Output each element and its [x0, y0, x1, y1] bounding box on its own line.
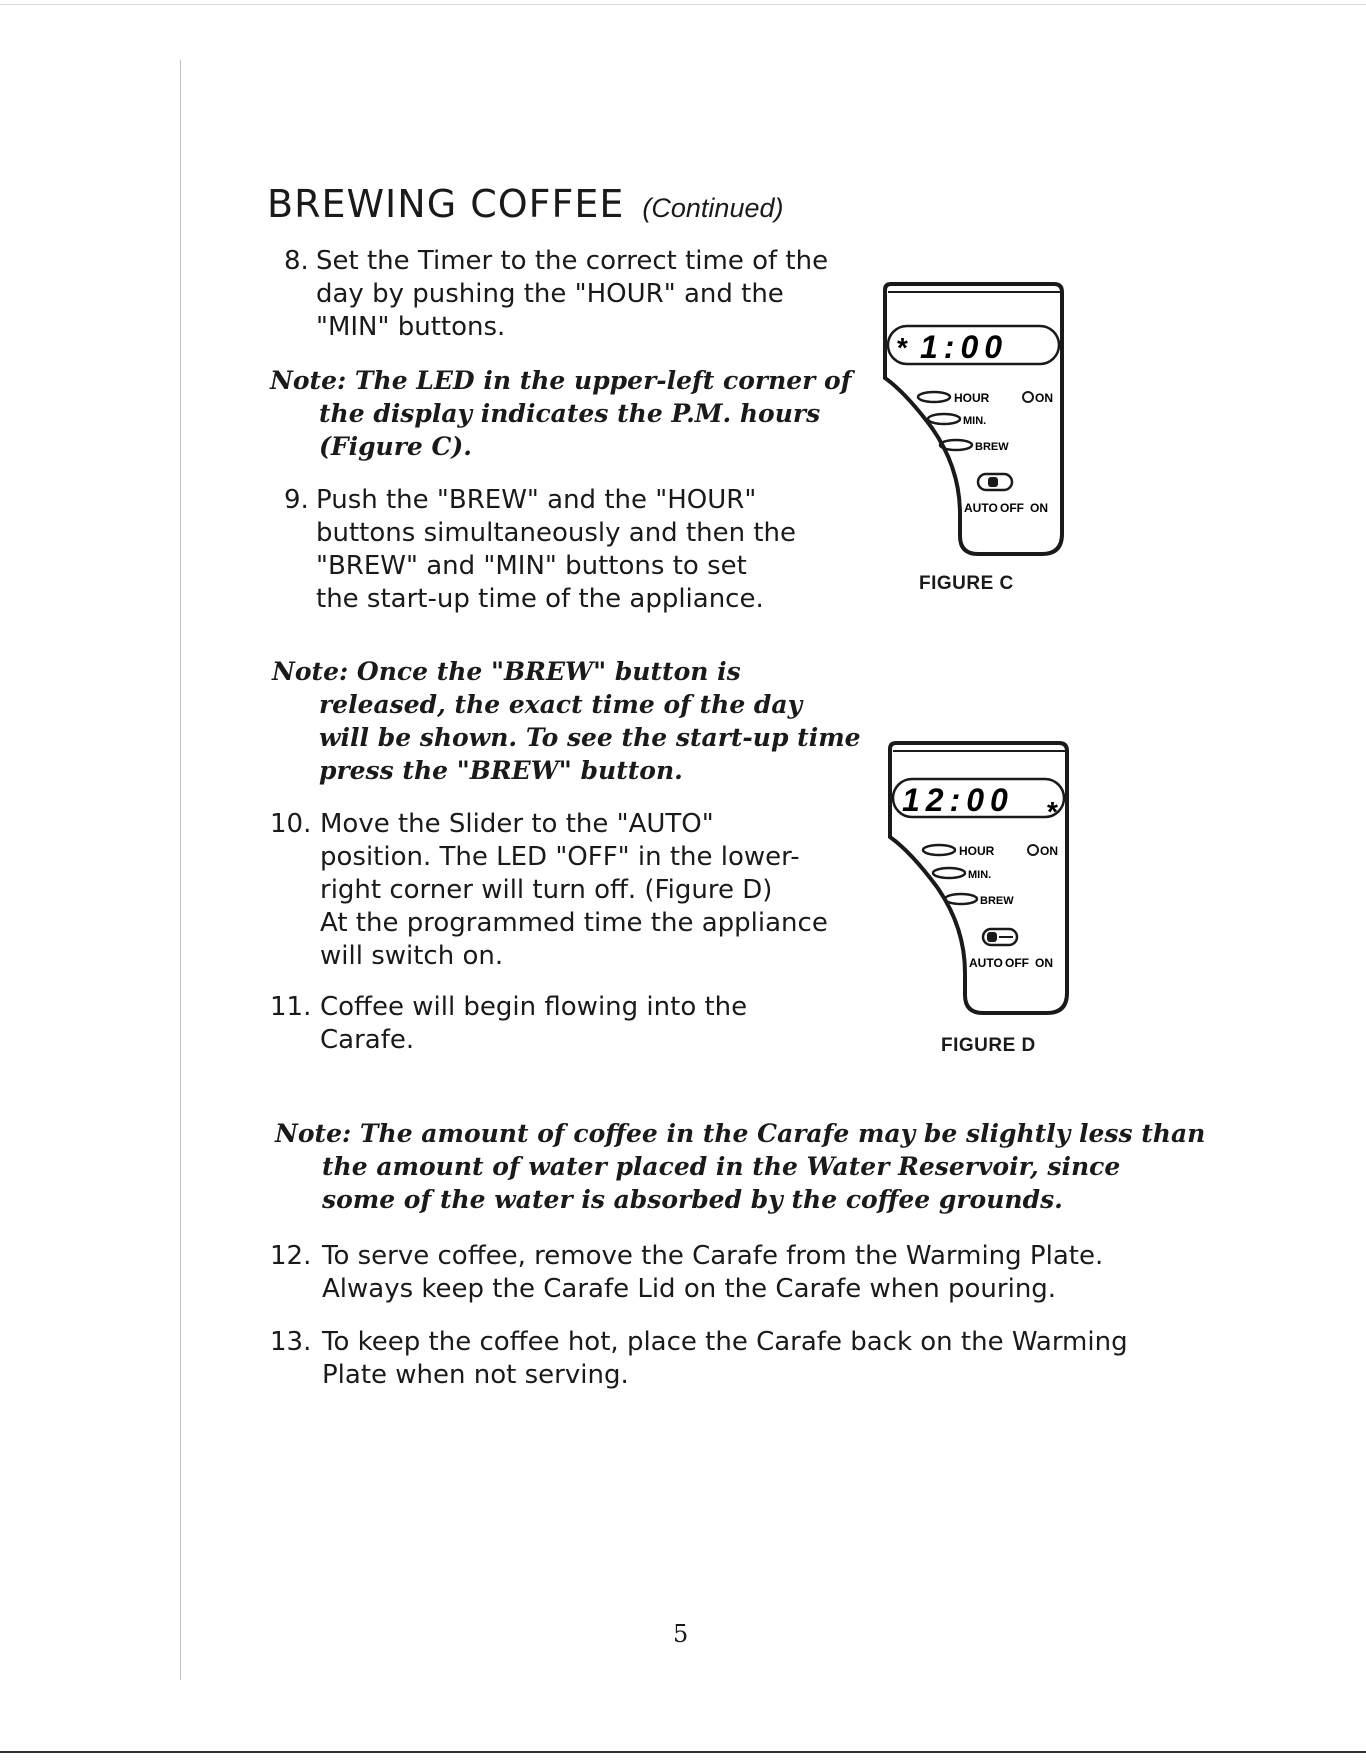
slider-switch-icon	[976, 472, 1014, 492]
note-led-pm: Note: The LED in the upper-left corner o…	[270, 364, 851, 463]
step-9: 9. Push the "BREW" and the "HOUR" button…	[284, 484, 796, 616]
step-line: Coffee will begin flowing into the	[320, 992, 748, 1022]
panel-outline	[883, 282, 1064, 556]
min-label: MIN.	[968, 869, 991, 881]
step-line: buttons simultaneously and then the	[316, 518, 797, 548]
step-line: Plate when not serving.	[322, 1360, 629, 1390]
step-line: Always keep the Carafe Lid on the Carafe…	[322, 1274, 1057, 1304]
step-line: will switch on.	[320, 941, 504, 971]
step-line: right corner will turn off. (Figure D)	[320, 875, 773, 905]
pm-led-indicator: *	[897, 332, 908, 363]
brew-button-icon	[938, 438, 974, 452]
on-led-icon	[1022, 391, 1034, 403]
off-label: OFF	[1000, 501, 1024, 515]
hour-label: HOUR	[954, 391, 990, 405]
page-number: 5	[673, 1620, 689, 1648]
note-line: Note: The amount of coffee in the Carafe…	[275, 1119, 1206, 1148]
note-line: released, the exact time of the day	[319, 690, 803, 719]
note-line: will be shown. To see the start-up time	[319, 723, 861, 752]
step-number: 13.	[270, 1327, 312, 1357]
note-line: Note: Once the "BREW" button is	[272, 657, 741, 686]
figure-c-caption: FIGURE C	[919, 573, 1014, 594]
page-top-edge	[0, 4, 1366, 5]
on-led-icon	[1027, 844, 1039, 856]
step-number: 10.	[270, 809, 312, 839]
min-label: MIN.	[963, 415, 986, 427]
step-11: 11. Coffee will begin flowing into the C…	[270, 991, 747, 1057]
step-12: 12. To serve coffee, remove the Carafe f…	[270, 1240, 1103, 1306]
step-line: the start-up time of the appliance.	[316, 584, 764, 614]
step-number: 8.	[284, 246, 309, 276]
note-line: the display indicates the P.M. hours	[319, 399, 821, 428]
min-button-icon	[926, 412, 962, 426]
note-line: the amount of water placed in the Water …	[322, 1152, 1121, 1181]
lcd-time: 12:00	[902, 782, 1014, 818]
note-line: press the "BREW" button.	[319, 756, 683, 785]
lcd-time: 1:00	[920, 329, 1008, 365]
step-number: 9.	[284, 485, 309, 515]
note-line: some of the water is absorbed by the cof…	[322, 1185, 1063, 1214]
slider-knob	[988, 477, 998, 487]
lcd-window	[891, 777, 1066, 819]
pm-led-indicator: *	[1047, 796, 1058, 827]
auto-label: AUTO	[969, 956, 1003, 970]
heading-continued: (Continued)	[642, 193, 784, 223]
page-heading: BREWING COFFEE (Continued)	[267, 182, 783, 226]
step-number: 12.	[270, 1241, 312, 1271]
min-button-icon	[931, 866, 967, 880]
step-line: At the programmed time the appliance	[320, 908, 828, 938]
step-line: "MIN" buttons.	[316, 312, 506, 342]
slider-switch-icon	[981, 927, 1019, 947]
on-label: ON	[1040, 844, 1058, 858]
hour-button-icon	[921, 843, 957, 857]
step-13: 13. To keep the coffee hot, place the Ca…	[270, 1326, 1128, 1392]
note-line: (Figure C).	[319, 432, 472, 461]
brew-button-icon	[943, 892, 979, 906]
slider-knob	[987, 932, 997, 942]
hour-button-icon	[916, 390, 952, 404]
page-bottom-edge	[0, 1751, 1366, 1753]
note-brew-release: Note: Once the "BREW" button is released…	[272, 655, 861, 787]
step-number: 11.	[270, 992, 312, 1022]
off-label: OFF	[1005, 956, 1029, 970]
step-line: To serve coffee, remove the Carafe from …	[322, 1241, 1104, 1271]
step-line: Move the Slider to the "AUTO"	[320, 809, 714, 839]
step-line: Set the Timer to the correct time of the	[316, 246, 829, 276]
on-label: ON	[1035, 391, 1053, 405]
step-8: 8. Set the Timer to the correct time of …	[284, 245, 828, 344]
step-line: position. The LED "OFF" in the lower-	[320, 842, 800, 872]
figure-d-caption: FIGURE D	[941, 1035, 1036, 1056]
brew-label: BREW	[980, 895, 1014, 907]
heading-text: BREWING COFFEE	[267, 182, 625, 226]
step-10: 10. Move the Slider to the "AUTO" positi…	[270, 808, 828, 973]
step-line: Push the "BREW" and the "HOUR"	[316, 485, 757, 515]
step-line: Carafe.	[320, 1025, 415, 1055]
note-coffee-amount: Note: The amount of coffee in the Carafe…	[275, 1117, 1205, 1216]
figure-d-control-panel: 12:00 * HOUR ON MIN. BREW AUTO OFF ON	[888, 741, 1069, 1015]
slider-on-label: ON	[1030, 501, 1048, 515]
step-line: "BREW" and "MIN" buttons to set	[316, 551, 747, 581]
lcd-window	[886, 324, 1061, 366]
slider-on-label: ON	[1035, 956, 1053, 970]
note-line: Note: The LED in the upper-left corner o…	[270, 366, 852, 395]
hour-label: HOUR	[959, 844, 995, 858]
brew-label: BREW	[975, 441, 1009, 453]
step-line: To keep the coffee hot, place the Carafe…	[322, 1327, 1128, 1357]
step-line: day by pushing the "HOUR" and the	[316, 279, 784, 309]
panel-outline	[888, 741, 1069, 1015]
auto-label: AUTO	[964, 501, 998, 515]
binding-margin-line	[180, 60, 181, 1680]
figure-c-control-panel: * 1:00 HOUR ON MIN. BREW AUTO OFF ON	[883, 282, 1064, 556]
